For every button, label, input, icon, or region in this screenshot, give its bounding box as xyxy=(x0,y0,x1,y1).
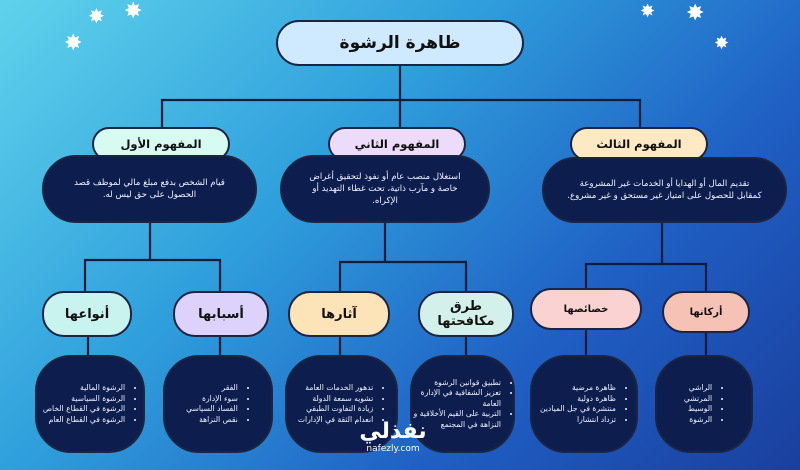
star-icon: ✸ xyxy=(88,4,105,28)
diagram-title: ظاهرة الرشوة xyxy=(276,20,524,66)
connector-cat-lists xyxy=(86,330,708,355)
list-item: الراشي xyxy=(684,383,712,394)
concept-third-definition: تقديم المال أو الهدايا أو الخدمات غير ال… xyxy=(542,157,787,223)
list-item: نقص النزاهة xyxy=(186,415,238,426)
concept-third-text: تقديم المال أو الهدايا أو الخدمات غير ال… xyxy=(567,179,762,201)
remedies-list: تطبيق قوانين الرشوة تعزيز الشفافية في ال… xyxy=(410,355,515,453)
concept-second-definition: استغلال منصب عام أو نفوذ لتحقيق أغراض خا… xyxy=(280,155,490,223)
star-icon: ✸ xyxy=(714,33,730,54)
list-item: ظاهرة مرضية xyxy=(540,383,616,394)
list-item: انعدام الثقة في الإدارات xyxy=(298,415,373,426)
concept-first-text: قيام الشخص بدفع مبلغ مالي لموظف قصد الحص… xyxy=(74,178,225,200)
list-item: الرشوة في القطاع العام xyxy=(43,415,126,426)
list-item: سوء الإدارة xyxy=(186,394,238,405)
watermark-sub: nafezly.com xyxy=(366,444,420,454)
star-icon: ✸ xyxy=(686,1,705,26)
list-item: الفساد السياسي xyxy=(186,404,238,415)
list-item: الفقر xyxy=(186,383,238,394)
connector-concept1 xyxy=(83,223,222,291)
list-item: تزداد انتشارا xyxy=(540,415,616,426)
category-remedies: طرق مكافحتها xyxy=(418,291,514,337)
star-icon: ✸ xyxy=(64,31,83,56)
watermark-logo: نفذلي nafezly.com xyxy=(348,419,438,455)
connector-title-concepts xyxy=(160,66,642,127)
concept-second-text: استغلال منصب عام أو نفوذ لتحقيق أغراض خا… xyxy=(309,172,461,206)
list-item: زيادة التفاوت الطبقي xyxy=(298,404,373,415)
connector-concept3 xyxy=(584,223,708,291)
concept-third-label: المفهوم الثالث xyxy=(570,127,708,161)
list-item: المرتشي xyxy=(684,394,712,405)
category-causes: أسبابها xyxy=(173,291,269,337)
types-list: الرشوة المالية الرشوة السياسية الرشوة في… xyxy=(35,355,145,453)
list-item: ظاهرة دولية xyxy=(540,394,616,405)
effects-list: تدهور الخدمات العامة تشويه سمعة الدولة ز… xyxy=(285,355,398,453)
list-item: تدهور الخدمات العامة xyxy=(298,383,373,394)
list-item: منتشرة في جل الميادين xyxy=(540,404,616,415)
list-item: تطبيق قوانين الرشوة xyxy=(412,378,501,389)
star-icon: ✸ xyxy=(124,0,143,24)
list-item: الوسيط xyxy=(684,404,712,415)
causes-list: الفقر سوء الإدارة الفساد السياسي نقص الن… xyxy=(163,355,273,453)
star-icon: ✸ xyxy=(640,1,656,22)
category-types: أنواعها xyxy=(42,291,132,337)
connector-concept2 xyxy=(338,223,468,291)
characteristics-list: ظاهرة مرضية ظاهرة دولية منتشرة في جل الم… xyxy=(530,355,638,453)
category-elements: أركانها xyxy=(662,291,750,333)
list-item: الرشوة السياسية xyxy=(43,394,125,405)
category-effects: آثارها xyxy=(288,291,390,337)
watermark-main: نفذلي xyxy=(359,419,427,444)
list-item: تعزيز الشفافية في الإدارة العامة xyxy=(412,388,501,409)
list-item: تشويه سمعة الدولة xyxy=(298,394,373,405)
list-item: التربية على القيم الأخلاقية و النزاهة في… xyxy=(412,409,501,430)
list-item: الرشوة المالية xyxy=(43,383,125,394)
list-item: الرشوة xyxy=(684,415,712,426)
concept-first-definition: قيام الشخص بدفع مبلغ مالي لموظف قصد الحص… xyxy=(42,155,257,223)
elements-list: الراشي المرتشي الوسيط الرشوة xyxy=(655,355,753,453)
category-characteristics: خصائصها xyxy=(530,288,642,330)
list-item: الرشوة في القطاع الخاص xyxy=(43,404,125,415)
